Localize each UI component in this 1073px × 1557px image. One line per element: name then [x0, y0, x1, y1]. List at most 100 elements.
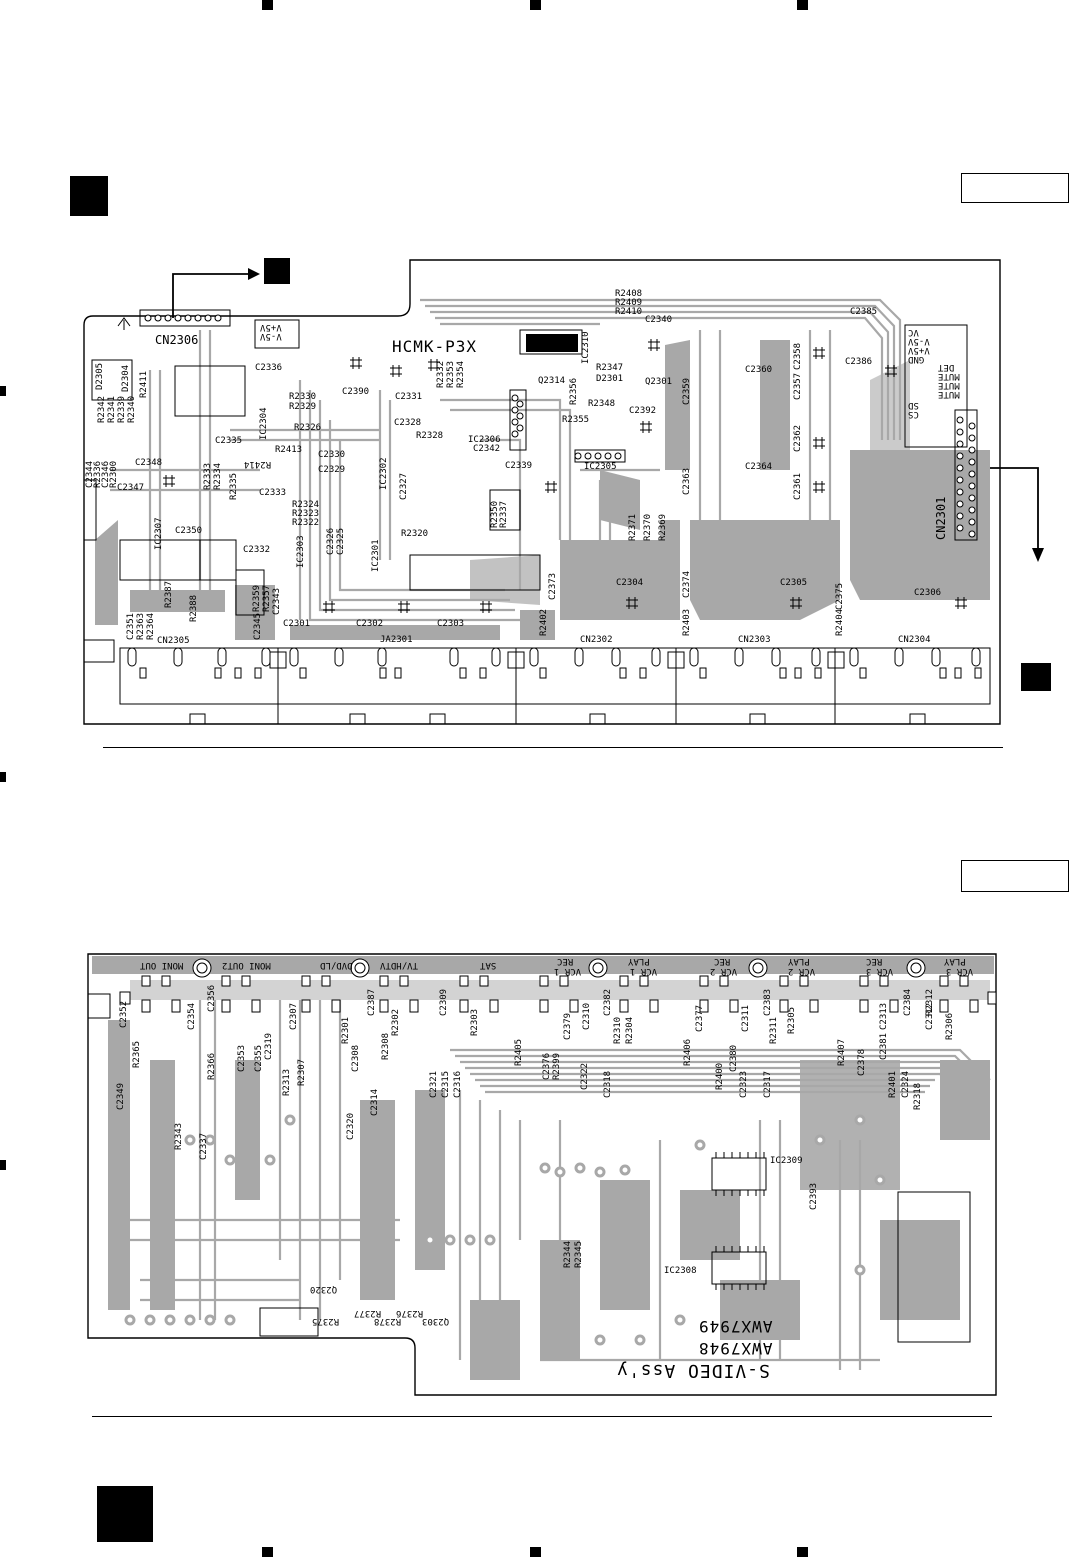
jack-label: REC	[557, 956, 574, 966]
registration-mark	[797, 1547, 808, 1557]
separator-line	[92, 1416, 992, 1417]
resistor-label: R2340	[127, 395, 137, 423]
capacitor-label: C2307	[289, 1002, 299, 1030]
capacitor-label: C2357	[793, 372, 803, 400]
capacitor-label: C2343	[272, 587, 282, 615]
resistor-label: R2407	[837, 1038, 847, 1066]
capacitor-label: C2355	[254, 1044, 264, 1072]
board-model-label: HCMK-P3X	[392, 337, 478, 356]
resistor-label: R2310	[613, 1016, 623, 1044]
capacitor-label: C2330	[318, 450, 346, 460]
jack-label: VCR 3	[946, 966, 974, 976]
connector-label-cn2306: CN2306	[155, 333, 199, 347]
capacitor-label: C2303	[437, 619, 465, 629]
resistor-label: R2328	[416, 431, 444, 441]
capacitor-label: C2321	[429, 1070, 439, 1098]
resistor-label: R2305	[787, 1006, 797, 1034]
capacitor-label: C2318	[603, 1070, 613, 1098]
capacitor-label: C2310	[582, 1002, 592, 1030]
capacitor-label: C2315	[441, 1070, 451, 1098]
connector-marker-block	[264, 258, 290, 284]
registration-mark	[530, 1547, 541, 1557]
page-marker-block	[97, 1486, 153, 1542]
jack-label: SAT	[480, 960, 497, 970]
separator-line	[103, 747, 1003, 748]
resistor-label: R2413	[275, 445, 303, 455]
connector-label-cn2303: CN2303	[738, 635, 771, 645]
capacitor-label: C2384	[903, 988, 913, 1016]
resistor-label: R2405	[514, 1038, 524, 1066]
capacitor-label: C2352	[119, 1000, 129, 1028]
jack-label: VCR 2	[710, 966, 738, 976]
resistor-label: R2302	[391, 1008, 401, 1036]
pin-label: VC	[908, 327, 919, 337]
resistor-label: R2359	[252, 584, 262, 612]
capacitor-label: C2305	[780, 578, 808, 588]
resistor-label: R2408	[615, 289, 643, 299]
capacitor-label: C2335	[215, 436, 243, 446]
capacitor-label: C2325	[336, 527, 346, 555]
capacitor-label: C2345	[253, 612, 263, 640]
jack-label: VCR 1	[630, 966, 658, 976]
ic-label: IC2310	[581, 331, 591, 364]
pin-label: CS	[908, 409, 919, 419]
resistor-label: R2336	[93, 460, 103, 488]
resistor-label: R2403	[682, 608, 692, 636]
resistor-label: R2313	[282, 1068, 292, 1096]
resistor-label: R2342	[97, 395, 107, 423]
capacitor-label: C2304	[616, 578, 644, 588]
resistor-label: R2345	[574, 1240, 584, 1268]
resistor-label: R2347	[596, 363, 624, 373]
view-label-box	[961, 860, 1069, 892]
registration-mark	[0, 1160, 6, 1170]
jack-label: VCR 2	[788, 966, 816, 976]
jack-label: TV/HDTV	[380, 960, 418, 970]
capacitor-label: C2351	[126, 612, 136, 640]
capacitor-label: C2316	[453, 1070, 463, 1098]
connector-label-cn2304: CN2304	[898, 635, 931, 645]
top-pcb-board	[83, 259, 1044, 725]
capacitor-label: C2374	[682, 570, 692, 598]
resistor-label: R2402	[539, 608, 549, 636]
capacitor-label: C2319	[264, 1032, 274, 1060]
jack-label: MONI OUT	[140, 960, 184, 970]
capacitor-label: C2337	[199, 1132, 209, 1160]
resistor-label: R2343	[174, 1122, 184, 1150]
capacitor-label: C2379	[563, 1012, 573, 1040]
pin-label: MUTE	[938, 380, 960, 390]
jack-label: PLAY	[944, 956, 966, 966]
capacitor-label: C2373	[548, 572, 558, 600]
capacitor-label: C2350	[175, 526, 203, 536]
resistor-label: R2300	[109, 460, 119, 488]
resistor-label: R2307	[297, 1058, 307, 1086]
resistor-label: R2311	[769, 1016, 779, 1044]
pin-label: SD	[908, 400, 919, 410]
resistor-label: R2329	[289, 402, 317, 412]
jack-label: REC	[714, 956, 731, 966]
ic-label: IC2301	[371, 539, 381, 572]
capacitor-label: C2328	[394, 418, 422, 428]
part-number-label: AWX7949	[698, 1317, 773, 1336]
resistor-label: R2335	[229, 472, 239, 500]
section-marker-block	[70, 176, 108, 216]
capacitor-label: C2375	[835, 582, 845, 610]
capacitor-label: C2317	[763, 1070, 773, 1098]
resistor-label: R2410	[615, 307, 643, 317]
resistor-label: R2375	[312, 1316, 340, 1326]
capacitor-label: C2313	[879, 1002, 889, 1030]
capacitor-label: C2377	[695, 1004, 705, 1032]
registration-mark	[0, 386, 6, 396]
resistor-label: R2406	[683, 1038, 693, 1066]
ic-label: IC2306	[468, 435, 501, 445]
capacitor-label: C2324	[901, 1070, 911, 1098]
resistor-label: R2414	[244, 459, 272, 469]
registration-mark	[530, 0, 541, 10]
capacitor-label: C2327	[399, 472, 409, 500]
capacitor-label: C2385	[850, 307, 878, 317]
jack-label: REC	[866, 956, 883, 966]
ic-label: IC2307	[154, 517, 164, 550]
capacitor-label: C2302	[356, 619, 384, 629]
capacitor-label: C2329	[318, 465, 346, 475]
capacitor-label: C2381	[879, 1032, 889, 1060]
pin-label: DET	[938, 362, 955, 372]
